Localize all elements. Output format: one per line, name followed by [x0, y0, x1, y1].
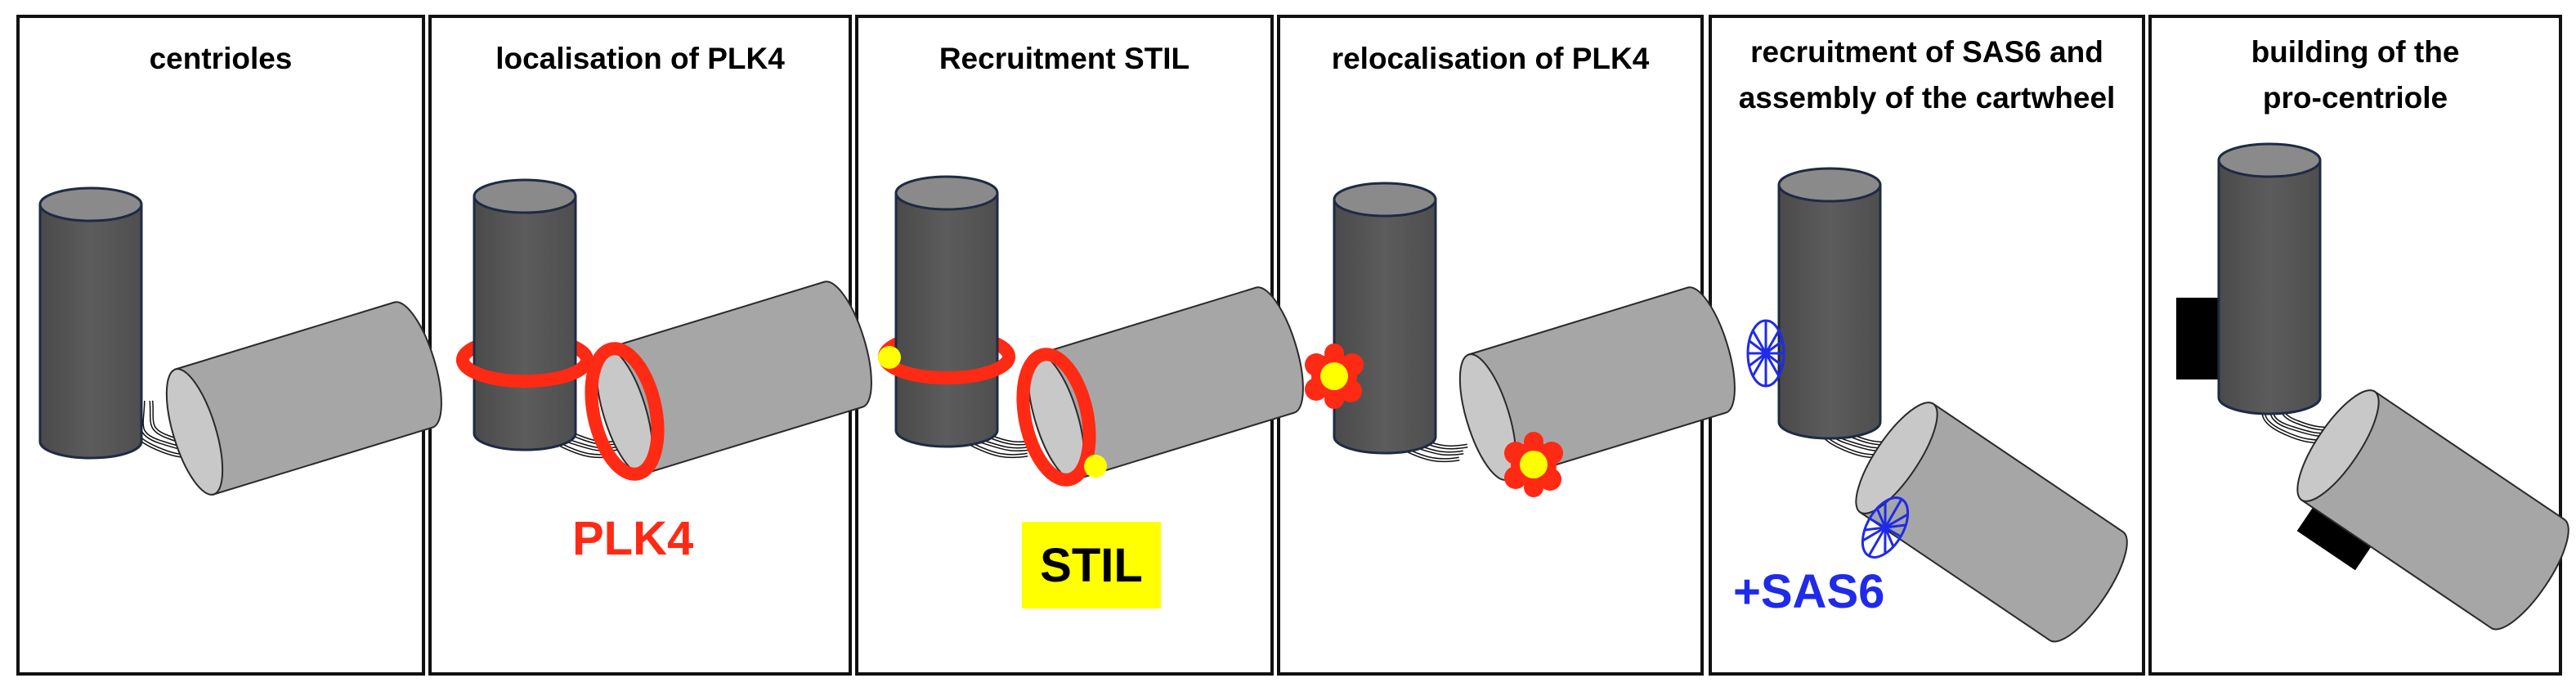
panel-title: centrioles	[149, 42, 293, 75]
stil-label: STIL	[1022, 522, 1161, 608]
centriole-pair-2	[456, 178, 885, 482]
centriole-pair-1	[38, 186, 455, 502]
panel-title: localisation of PLK4	[495, 42, 785, 75]
centriole-pair-4	[1305, 182, 1748, 497]
stil-dot-daughter	[1084, 455, 1107, 478]
plk4-label: PLK4	[572, 512, 694, 565]
procentriole-mother	[2176, 298, 2225, 379]
centriole-pair-3	[878, 175, 1316, 487]
panel-title: relocalisation of PLK4	[1331, 42, 1650, 75]
procentriole-daughter	[2296, 492, 2381, 571]
panel-title: recruitment of SAS6 and assembly of the …	[1738, 35, 2116, 115]
plk4-ring-daughter	[585, 342, 665, 481]
cartwheel-mother	[1746, 319, 1785, 388]
panel-title: building of the pro-centriole	[2251, 35, 2460, 115]
centriole-pair-6	[2176, 142, 2576, 641]
panel-title: Recruitment STIL	[939, 42, 1190, 75]
stil-dot-mother	[878, 346, 901, 369]
sas6-label: +SAS6	[1733, 565, 1885, 618]
